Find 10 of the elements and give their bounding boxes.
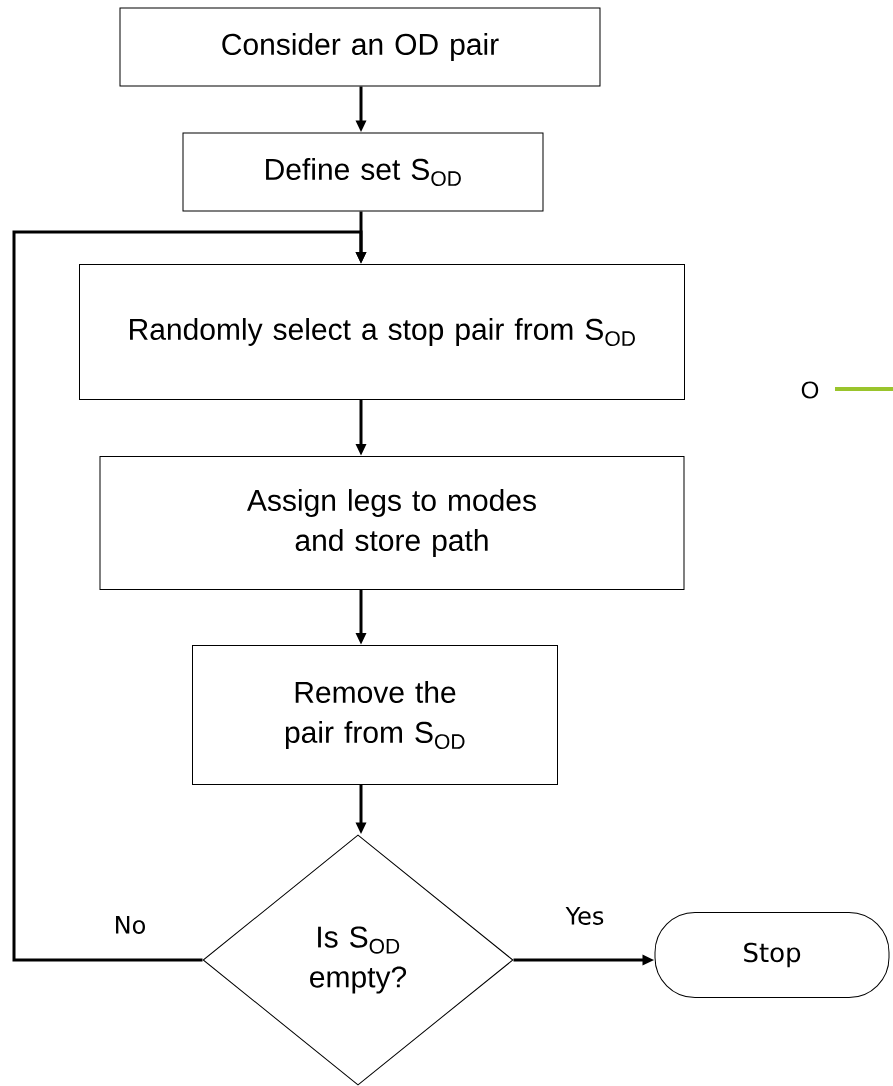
edge-label: Yes <box>563 905 607 927</box>
process-box: Consider an OD pair <box>119 7 601 87</box>
loop-arrow <box>12 230 367 962</box>
edge-label: No <box>111 914 149 936</box>
process-box: Define set S$_{OD}$ <box>182 132 544 212</box>
terminal-box: Stop <box>654 912 890 998</box>
letter-label: O <box>801 381 819 399</box>
process-box: Randomly select a stop pair from S$_{OD}$ <box>79 264 685 400</box>
process-box: Assign legs to modes and store path <box>99 456 685 590</box>
process-box: Remove the pair from S$_{OD}$ <box>192 645 558 785</box>
